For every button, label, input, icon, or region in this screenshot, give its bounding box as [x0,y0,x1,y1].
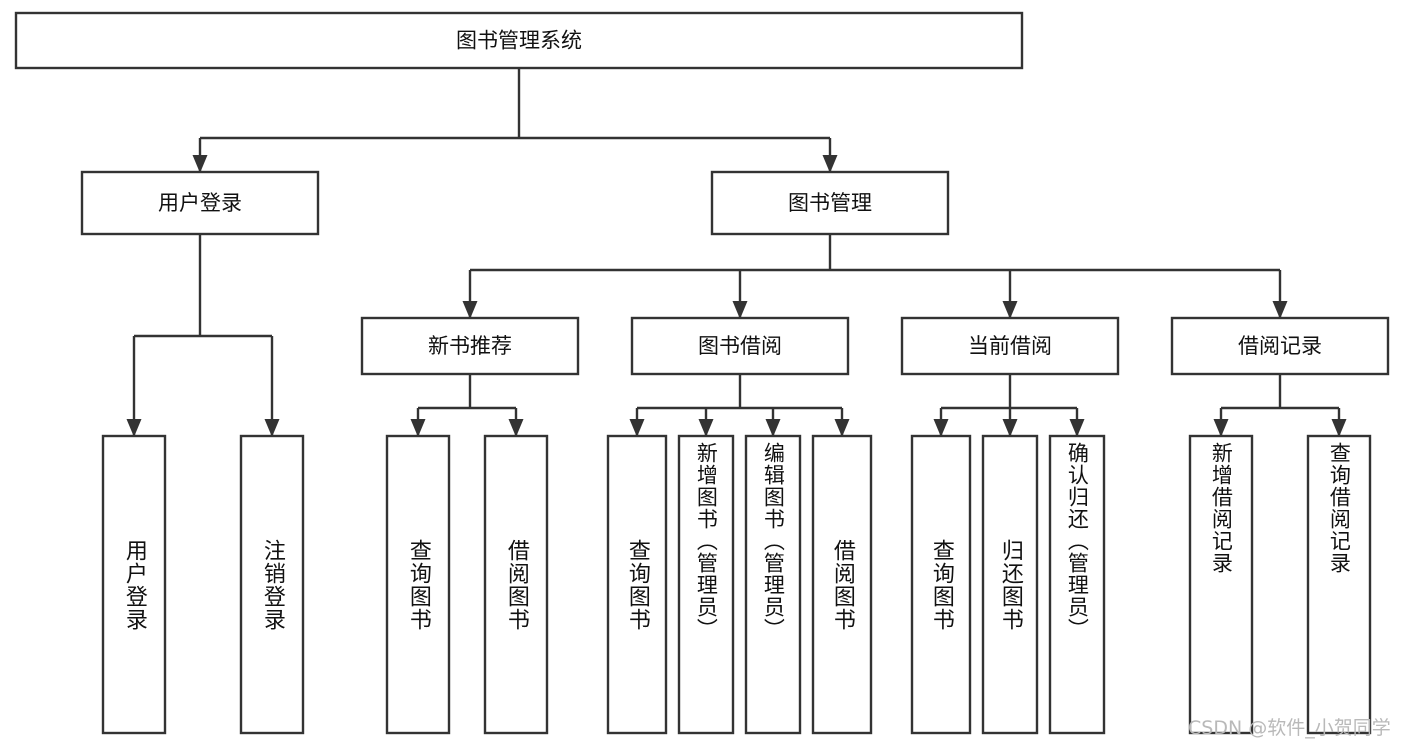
node-box-login[interactable] [80,170,320,236]
node-box-records[interactable] [1170,316,1390,376]
node-box-root[interactable] [14,11,1024,70]
node-box-leaf-8[interactable] [811,434,873,735]
node-box-newbook[interactable] [360,316,580,376]
node-boxes-layer [14,11,1390,735]
watermark-text: CSDN @软件_小贺同学 [1188,717,1391,739]
node-box-leaf-5[interactable] [606,434,668,735]
node-label-login: 用户登录 [158,191,242,215]
connectors-layer [126,68,1347,437]
node-box-borrow[interactable] [630,316,850,376]
node-label-root: 图书管理系统 [456,29,582,53]
node-box-current[interactable] [900,316,1120,376]
node-box-leaf-7[interactable] [744,434,802,735]
node-label-newbook: 新书推荐 [428,334,512,358]
node-label-current: 当前借阅 [968,334,1052,358]
node-box-leaf-4[interactable] [483,434,549,735]
node-box-leaf-6[interactable] [677,434,735,735]
node-box-leaf-10[interactable] [981,434,1039,735]
node-box-leaf-11[interactable] [1048,434,1106,735]
node-box-bookmgmt[interactable] [710,170,950,236]
node-box-leaf-12[interactable] [1188,434,1254,735]
node-box-leaf-9[interactable] [910,434,972,735]
node-box-leaf-13[interactable] [1306,434,1372,735]
node-label-bookmgmt: 图书管理 [788,191,872,215]
node-label-borrow: 图书借阅 [698,334,782,358]
node-box-leaf-1[interactable] [101,434,167,735]
node-box-leaf-3[interactable] [385,434,451,735]
node-label-records: 借阅记录 [1238,334,1322,358]
node-box-leaf-2[interactable] [239,434,305,735]
